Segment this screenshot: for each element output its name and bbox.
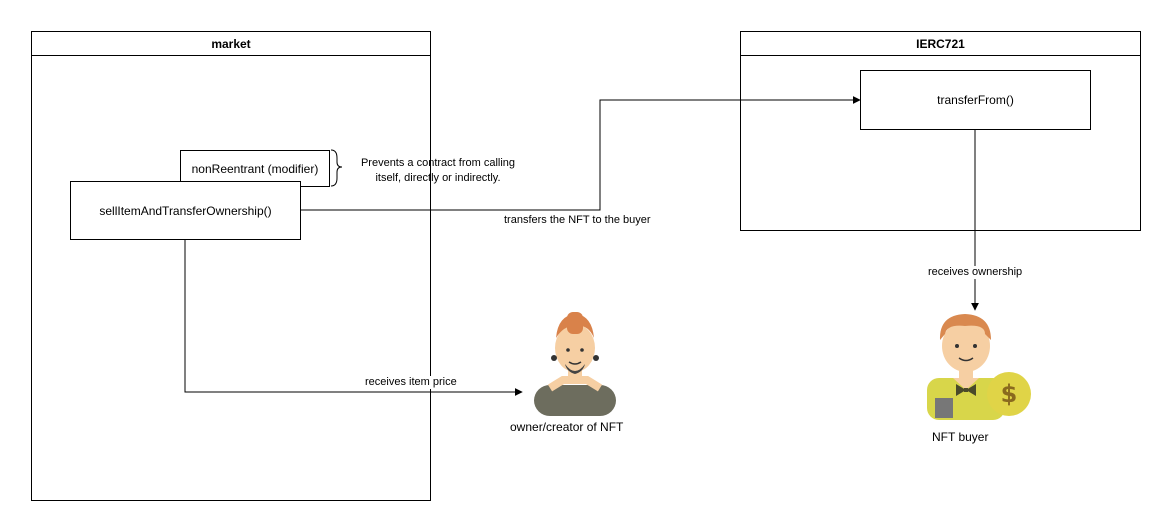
ierc721-pool-title: IERC721: [741, 32, 1140, 56]
sell-item-function-box[interactable]: sellItemAndTransferOwnership(): [70, 181, 301, 240]
market-pool: market: [31, 31, 431, 501]
receives-price-label: receives item price: [365, 376, 457, 389]
non-reentrant-modifier-box[interactable]: nonReentrant (modifier): [180, 150, 330, 187]
transfer-nft-label: transfers the NFT to the buyer: [504, 214, 651, 227]
buyer-label: NFT buyer: [932, 430, 989, 444]
market-pool-title: market: [32, 32, 430, 56]
transfer-from-function-box[interactable]: transferFrom(): [860, 70, 1091, 130]
receives-price-edge: [184, 240, 523, 396]
person-with-mohawk-icon: [534, 312, 616, 416]
non-reentrant-note: Prevents a contract from calling itself,…: [348, 156, 528, 186]
annotation-brace: [330, 149, 343, 187]
svg-text:$: $: [1001, 380, 1018, 408]
seller-label: owner/creator of NFT: [510, 420, 624, 434]
non-reentrant-note-line1: Prevents a contract from calling: [360, 157, 516, 169]
buyer-figure: $: [927, 314, 1031, 420]
non-reentrant-note-line2: itself, directly or indirectly.: [375, 172, 501, 184]
seller-figure: [534, 312, 616, 416]
person-with-dollar-coin-icon: $: [927, 314, 1031, 420]
receives-ownership-label: receives ownership: [928, 266, 1023, 279]
ierc721-pool: IERC721: [740, 31, 1141, 231]
transfer-nft-edge: [301, 96, 861, 211]
